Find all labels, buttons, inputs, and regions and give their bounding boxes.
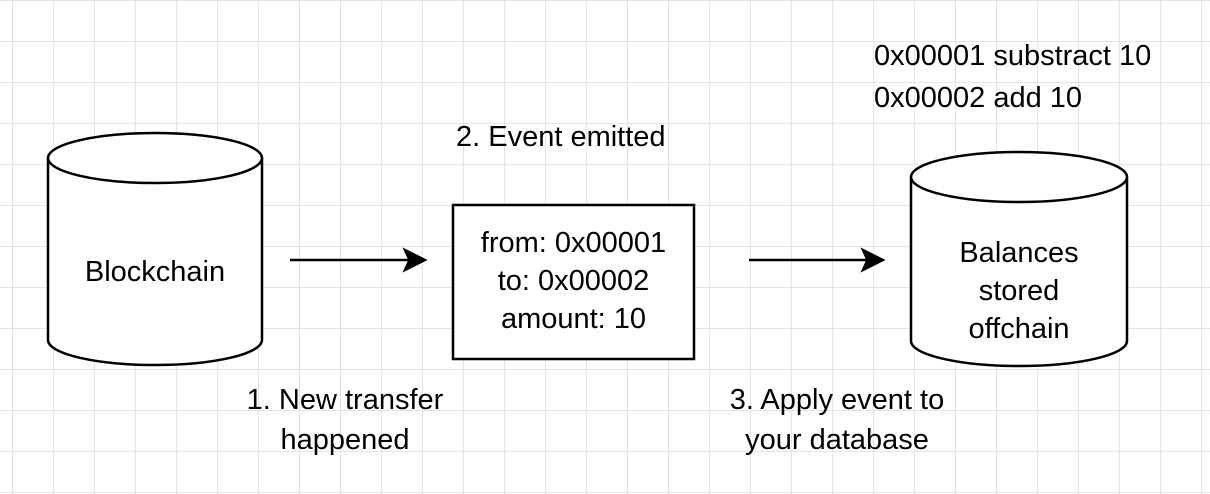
- blockchain-cylinder: [46, 131, 264, 367]
- balance-change-2: 0x00002 add 10: [874, 82, 1083, 114]
- step1-line-2: happened: [280, 424, 410, 456]
- step3-line-1: 3. Apply event to: [729, 384, 945, 416]
- balance-change-1: 0x00001 substract 10: [874, 40, 1152, 72]
- step3-line-2: your database: [745, 424, 929, 456]
- event-amount-line: amount: 10: [500, 303, 647, 335]
- offchain-line-2: stored: [978, 275, 1060, 307]
- event-box: [451, 203, 696, 361]
- step3-label: 3. Apply event to your database: [702, 380, 972, 460]
- offchain-database-cylinder: [909, 150, 1129, 368]
- arrow-blockchain-to-event: [290, 247, 428, 273]
- event-box-content: from: 0x00001 to: 0x00002 amount: 10: [453, 224, 694, 338]
- balance-changes-annotation: 0x00001 substract 10 0x00002 add 10: [874, 35, 1151, 119]
- event-from-line: from: 0x00001: [480, 227, 667, 259]
- event-emitted-label: 2. Event emitted: [456, 121, 666, 153]
- offchain-database-label: Balances stored offchain: [911, 234, 1127, 348]
- offchain-line-3: offchain: [968, 313, 1070, 345]
- event-to-line: to: 0x00002: [497, 265, 650, 297]
- offchain-line-1: Balances: [959, 237, 1079, 269]
- blockchain-label: Blockchain: [84, 256, 226, 288]
- step1-line-1: 1. New transfer: [246, 384, 444, 416]
- step1-label: 1. New transfer happened: [215, 380, 475, 460]
- arrow-event-to-database: [749, 247, 886, 273]
